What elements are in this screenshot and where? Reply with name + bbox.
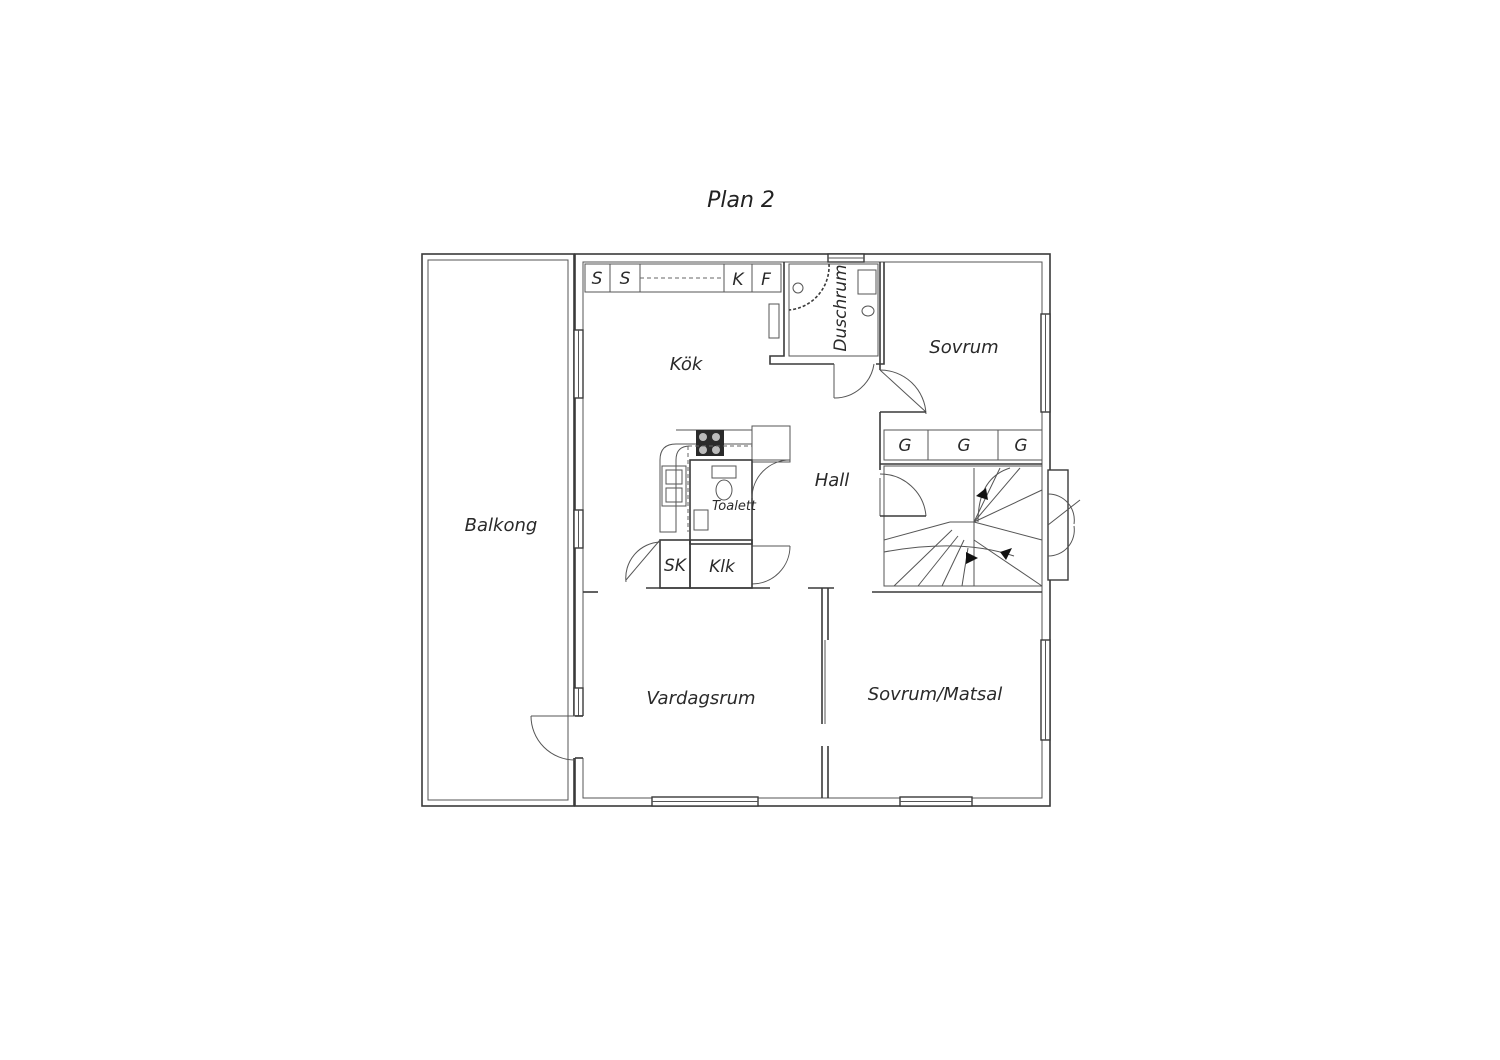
- label-balkong: Balkong: [465, 515, 538, 536]
- label-klk: Klk: [709, 557, 736, 577]
- shower-room: [769, 262, 885, 399]
- counter-label-f: F: [761, 270, 771, 290]
- core-block: [625, 425, 791, 589]
- label-toalett: Toalett: [712, 499, 757, 514]
- plan-title: Plan 2: [707, 188, 775, 213]
- balcony-door: [530, 715, 585, 761]
- label-duschrum: Duschrum: [831, 264, 851, 351]
- kitchen-counter: [584, 263, 782, 339]
- fixture-labels: S S K F G G G: [592, 269, 1028, 456]
- counter-label-k: K: [732, 270, 745, 290]
- label-sovrum: Sovrum: [929, 337, 998, 358]
- label-hall: Hall: [815, 470, 850, 491]
- stairwell: [879, 465, 1043, 587]
- counter-label-s1: S: [592, 269, 603, 289]
- wardrobe-label-g2: G: [957, 436, 970, 456]
- label-kok: Kök: [670, 354, 704, 375]
- label-sovrum-matsal: Sovrum/Matsal: [868, 684, 1003, 705]
- partition-walls: [583, 587, 1042, 798]
- bedroom-upper: [879, 262, 1043, 470]
- wardrobe-label-g1: G: [898, 436, 911, 456]
- stair-exterior-door: [1047, 469, 1081, 581]
- wardrobe-label-g3: G: [1014, 436, 1027, 456]
- windows: [573, 253, 1051, 807]
- label-vardagsrum: Vardagsrum: [646, 688, 755, 709]
- label-sk: SK: [664, 556, 688, 576]
- room-labels: Balkong Kök Duschrum Sovrum Hall Toalett…: [465, 264, 1003, 709]
- counter-label-s2: S: [620, 269, 631, 289]
